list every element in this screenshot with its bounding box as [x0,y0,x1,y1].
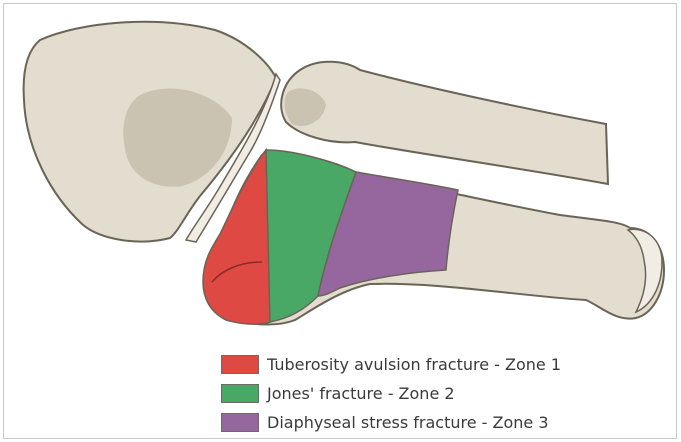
legend-label-zone-2: Jones' fracture - Zone 2 [267,384,455,403]
legend-label-zone-1: Tuberosity avulsion fracture - Zone 1 [267,355,561,374]
legend-item-zone-3: Diaphyseal stress fracture - Zone 3 [221,408,561,437]
legend: Tuberosity avulsion fracture - Zone 1 Jo… [221,350,561,437]
legend-swatch-zone-3 [221,413,259,432]
legend-item-zone-2: Jones' fracture - Zone 2 [221,379,561,408]
legend-item-zone-1: Tuberosity avulsion fracture - Zone 1 [221,350,561,379]
legend-swatch-zone-2 [221,384,259,403]
legend-swatch-zone-1 [221,355,259,374]
legend-label-zone-3: Diaphyseal stress fracture - Zone 3 [267,413,549,432]
